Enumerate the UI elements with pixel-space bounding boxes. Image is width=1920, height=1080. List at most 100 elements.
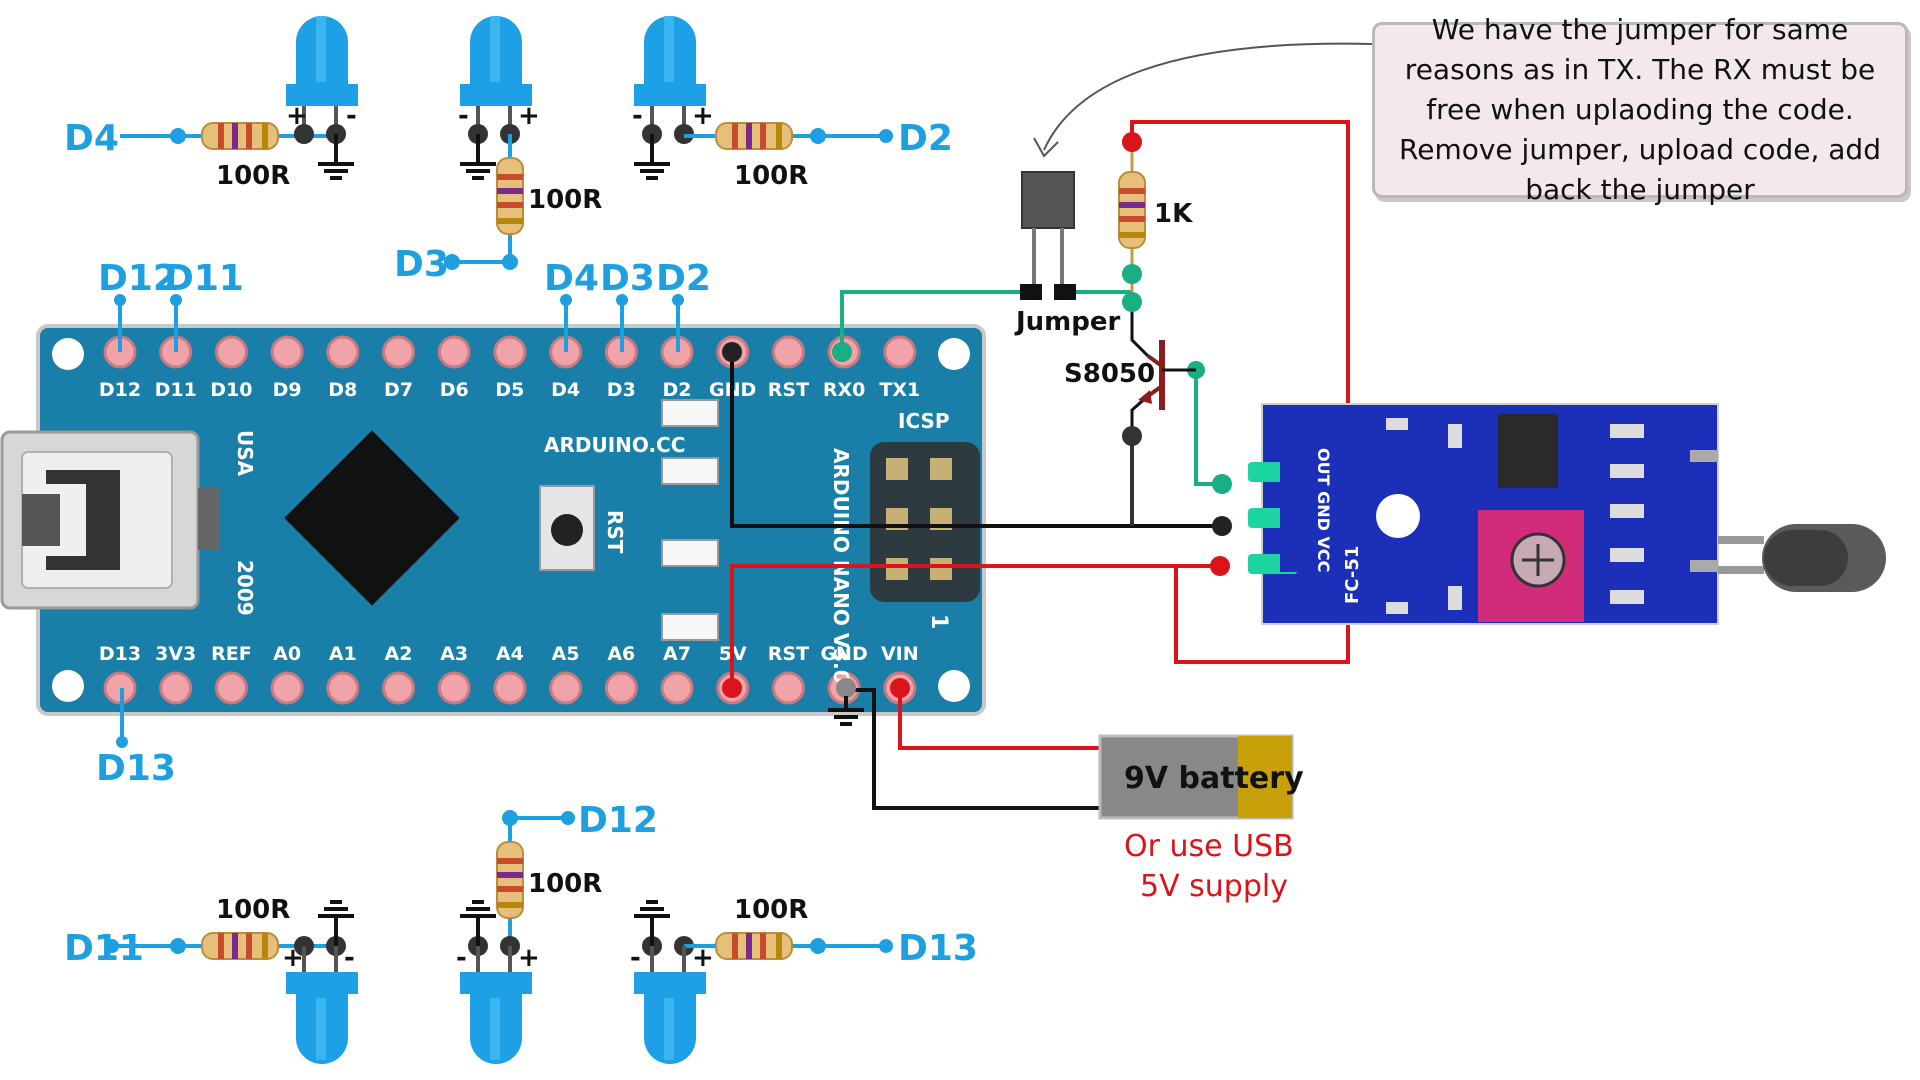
polarity-plus: + xyxy=(692,101,714,131)
pin-pad xyxy=(214,335,248,369)
battery: 9V battery xyxy=(1098,734,1304,820)
pin-label: GND xyxy=(820,643,867,665)
pin-pad xyxy=(660,671,694,705)
pin-pad xyxy=(214,671,248,705)
label-d12-top: D12 xyxy=(98,258,178,299)
label-100r: 100R xyxy=(734,895,808,925)
pin-pad xyxy=(437,335,471,369)
pin-label: A1 xyxy=(329,643,357,665)
polarity-minus: - xyxy=(456,943,467,973)
sensor-pin-labels: OUT GND VCC xyxy=(1314,448,1333,572)
label-100r: 100R xyxy=(528,869,602,899)
label-d12-bottom: D12 xyxy=(578,800,658,841)
pin-label: D9 xyxy=(273,379,302,401)
pin-label-wires xyxy=(114,294,684,748)
silk-usa: USA xyxy=(233,430,257,477)
pin-label: D3 xyxy=(607,379,636,401)
icsp-header xyxy=(870,442,980,602)
label-transistor: S8050 xyxy=(1064,359,1155,389)
silk-year: 2009 xyxy=(233,560,257,616)
label-d2: D2 xyxy=(898,118,953,159)
pin-label: RX0 xyxy=(823,379,866,401)
label-d3-top: D3 xyxy=(600,258,655,299)
pin-label: VIN xyxy=(881,643,919,665)
silk-icsp: ICSP xyxy=(898,409,950,433)
led-circuit-d2: D2 100R - + xyxy=(632,14,953,191)
label-d11-top: D11 xyxy=(164,258,244,299)
led-circuit-d3: D3 100R - + xyxy=(394,14,602,285)
usb-note-line2: 5V supply xyxy=(1140,869,1288,904)
label-d11-bottom: D11 xyxy=(64,928,144,969)
pin-pad xyxy=(326,335,360,369)
polarity-plus: + xyxy=(518,101,540,131)
label-d3: D3 xyxy=(394,244,449,285)
pin-pad xyxy=(326,671,360,705)
pin-label: A0 xyxy=(273,643,301,665)
jumper-note: We have the jumper for same reasons as i… xyxy=(1372,13,1908,206)
battery-label: 9V battery xyxy=(1124,761,1304,796)
label-d2-top: D2 xyxy=(656,258,711,299)
label-d13: D13 xyxy=(96,748,176,789)
pin-pad xyxy=(159,671,193,705)
usb-connector xyxy=(0,430,220,610)
resistor-icon xyxy=(201,932,279,960)
pin-label: A2 xyxy=(385,643,413,665)
pin-label: D4 xyxy=(551,379,580,401)
polarity-minus: - xyxy=(630,943,641,973)
pin-label: D13 xyxy=(99,643,141,665)
pin-label: A5 xyxy=(552,643,580,665)
sensor-model: FC-51 xyxy=(1342,546,1363,604)
pin-label: REF xyxy=(211,643,252,665)
resistor-icon xyxy=(1118,171,1146,249)
pin-pad xyxy=(382,671,415,705)
pin-label: A4 xyxy=(496,643,524,665)
pin-pad xyxy=(604,671,638,705)
silk-arduino-cc: ARDUINO.CC xyxy=(544,433,685,457)
pin-label: RST xyxy=(768,379,809,401)
wire-junctions xyxy=(722,132,1232,698)
led-circuit-d11: D11 100R + - xyxy=(64,895,360,1066)
pin-label: TX1 xyxy=(879,379,920,401)
jumper[interactable] xyxy=(1020,171,1076,300)
pin-pad xyxy=(493,335,527,369)
pin-pad xyxy=(382,335,415,369)
silk-pin-one: 1 xyxy=(926,614,951,629)
ground-icon xyxy=(458,148,498,180)
label-d13-bottom: D13 xyxy=(898,928,978,969)
pin-label: 3V3 xyxy=(155,643,196,665)
pin-pad xyxy=(883,335,917,369)
resistor-icon xyxy=(496,157,524,235)
resistor-icon xyxy=(715,932,793,960)
pin-label: RST xyxy=(768,643,809,665)
pin-label: A7 xyxy=(663,643,691,665)
ir-sensor-module: OUT GND VCC FC-51 xyxy=(1248,403,1886,625)
label-jumper: Jumper xyxy=(1014,307,1121,337)
resistor-icon xyxy=(715,122,793,150)
ground-icon xyxy=(316,148,356,180)
pin-label: A3 xyxy=(440,643,468,665)
label-d4: D4 xyxy=(64,118,119,159)
polarity-minus: - xyxy=(346,101,357,131)
polarity-plus: + xyxy=(518,943,540,973)
polarity-minus: - xyxy=(632,101,643,131)
mcu-chip xyxy=(284,430,460,606)
label-100r: 100R xyxy=(216,895,290,925)
led-circuit-d4: D4 100R + - xyxy=(64,14,360,191)
resistor-icon xyxy=(201,122,279,150)
led-circuit-d12: D12 100R - + xyxy=(456,800,658,1066)
resistor-icon xyxy=(496,841,524,919)
pin-pad xyxy=(771,671,805,705)
silk-rst: RST xyxy=(603,510,627,554)
pin-pad xyxy=(493,671,527,705)
pin-label: D12 xyxy=(99,379,141,401)
ground-icon xyxy=(632,148,672,180)
pin-pad xyxy=(437,671,471,705)
ground-icon xyxy=(632,900,672,932)
pin-label: D6 xyxy=(440,379,469,401)
polarity-plus: + xyxy=(286,101,308,131)
led-circuit-d13: D13 100R - + xyxy=(630,895,978,1066)
pin-label: D5 xyxy=(495,379,524,401)
